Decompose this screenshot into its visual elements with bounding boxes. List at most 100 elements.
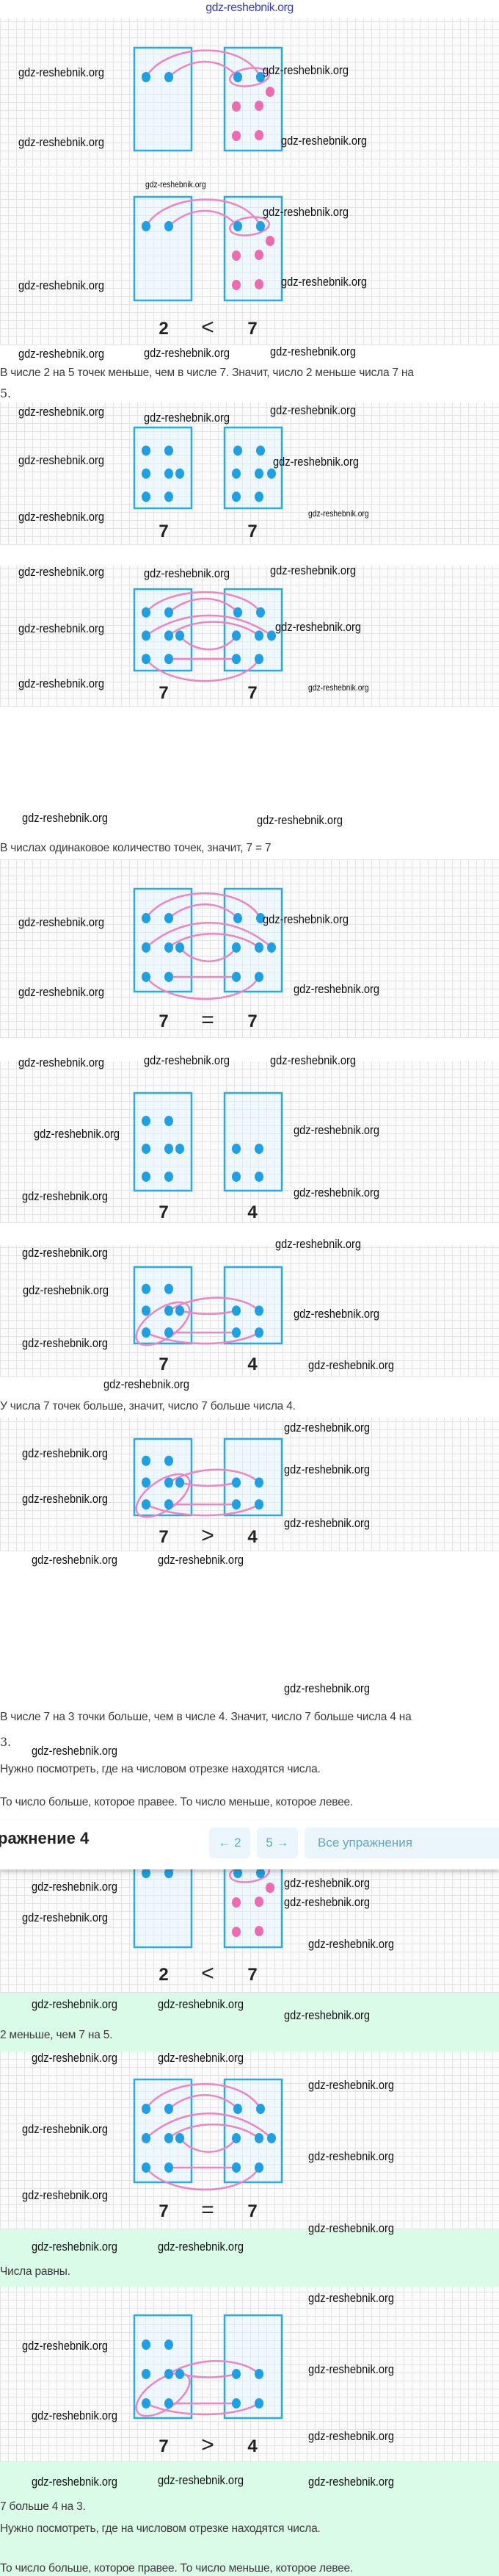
dot-blue [142, 2132, 150, 2143]
all-exercises-button[interactable]: Все упражнения [305, 1828, 499, 1858]
watermark: gdz-reshebnik.org [308, 682, 369, 693]
dot-blue [267, 468, 276, 479]
dot-pink [232, 250, 241, 261]
dot-pink [232, 131, 241, 141]
connect-line [167, 2360, 261, 2375]
watermark: gdz-reshebnik.org [273, 455, 360, 469]
dot-blue [255, 491, 263, 502]
grid-panel-1 [0, 18, 499, 167]
dot-blue [164, 2132, 173, 2143]
panel-left-label: 7 [159, 683, 168, 703]
watermark: gdz-reshebnik.org [284, 1421, 371, 1435]
panel-right-label: 7 [247, 1011, 257, 1031]
exercise-title: ражнение 4 [0, 1829, 90, 1847]
watermark: gdz-reshebnik.org [18, 347, 105, 361]
watermark: gdz-reshebnik.org [281, 134, 368, 148]
panel-left-label: 7 [159, 1527, 168, 1547]
next-exercise-button[interactable]: 5 → [257, 1828, 298, 1858]
watermark: gdz-reshebnik.org [158, 1997, 244, 2011]
dot-pink [232, 101, 241, 112]
dot-blue [232, 1327, 241, 1338]
watermark: gdz-reshebnik.org [275, 1237, 362, 1251]
dot-blue [255, 971, 263, 982]
dot-pink [232, 1927, 241, 1937]
watermark: gdz-reshebnik.org [32, 1744, 118, 1758]
connect-line [145, 2083, 262, 2110]
dot-blue [232, 2132, 241, 2143]
dot-blue [255, 1477, 263, 1488]
watermark: gdz-reshebnik.org [18, 985, 105, 999]
dot-blue [233, 1868, 242, 1878]
dot-blue [256, 2104, 265, 2115]
dot-blue [232, 491, 241, 502]
panel-left-label: 2 [159, 319, 168, 339]
dot-blue [142, 1499, 150, 1510]
site-watermark: gdz-reshebnik.org [205, 1, 294, 14]
answer-block-2 [0, 2229, 499, 2287]
watermark: gdz-reshebnik.org [32, 1880, 118, 1894]
dot-blue [256, 607, 265, 618]
prev-exercise-button[interactable]: ← 2 [209, 1828, 250, 1858]
exercise-header: ражнение 4 ← 2 5 → Все упражнения [0, 1820, 499, 1869]
watermark: gdz-reshebnik.org [18, 135, 105, 149]
connect-line [167, 1468, 261, 1484]
dot-blue [267, 942, 276, 953]
grid-panel-4 [0, 566, 499, 707]
dot-blue [255, 654, 263, 665]
watermark: gdz-reshebnik.org [18, 1056, 105, 1069]
dot-blue [164, 491, 173, 502]
connect-line [145, 614, 273, 637]
dot-pink [266, 87, 274, 97]
dot-blue [232, 1305, 241, 1316]
answer-text: 2 меньше, чем 7 на 5. [0, 2029, 113, 2041]
watermark: gdz-reshebnik.org [294, 1186, 380, 1199]
watermark: gdz-reshebnik.org [294, 982, 380, 996]
dot-blue [255, 468, 263, 479]
explanation-text: У числа 7 точек больше, значит, число 7 … [0, 1400, 296, 1413]
dot-box [133, 195, 193, 302]
dot-blue [233, 72, 242, 82]
dot-blue [142, 1477, 150, 1488]
watermark: gdz-reshebnik.org [145, 179, 206, 190]
watermark: gdz-reshebnik.org [144, 346, 230, 360]
dot-pink [255, 101, 263, 111]
dot-blue [142, 971, 150, 982]
dot-blue [232, 1171, 241, 1182]
connect-line [145, 657, 261, 682]
panel-right-label: 4 [247, 2436, 258, 2456]
dot-blue [255, 2368, 263, 2379]
watermark: gdz-reshebnik.org [294, 1307, 380, 1321]
watermark: gdz-reshebnik.org [23, 1283, 109, 1297]
dot-blue [232, 1143, 241, 1154]
connect-line [145, 2402, 261, 2416]
dot-blue [232, 654, 241, 665]
watermark: gdz-reshebnik.org [308, 2429, 395, 2443]
dot-blue [255, 630, 263, 641]
dot-blue [175, 2132, 184, 2143]
explanation-text: В числе 7 на 3 точки больше, чем в числе… [0, 1711, 412, 1723]
connect-line [167, 621, 261, 637]
dot-blue [232, 942, 241, 953]
watermark: gdz-reshebnik.org [18, 453, 105, 467]
dot-blue [142, 72, 150, 82]
connect-line [167, 903, 239, 920]
watermark: gdz-reshebnik.org [32, 2051, 118, 2065]
watermark: gdz-reshebnik.org [263, 912, 349, 926]
watermark: gdz-reshebnik.org [284, 1876, 371, 1890]
watermark: gdz-reshebnik.org [270, 1053, 357, 1067]
answer-text: Числа равны. [0, 2265, 70, 2278]
watermark: gdz-reshebnik.org [263, 63, 349, 77]
dot-blue [142, 1283, 150, 1294]
dot-pink [255, 279, 263, 289]
explanation-text: Нужно посмотреть, где на числовом отрезк… [0, 1763, 321, 1775]
grid-panel-5 [0, 859, 499, 1038]
watermark: gdz-reshebnik.org [22, 1911, 109, 1924]
watermark: gdz-reshebnik.org [32, 2240, 118, 2254]
panel-right-label: 4 [247, 1527, 258, 1547]
panel-left-label: 7 [159, 1202, 168, 1222]
connect-line [145, 892, 262, 920]
dot-blue [256, 221, 265, 231]
dot-blue [164, 1477, 173, 1488]
panel-sign-label: > [201, 2433, 214, 2457]
dot-blue [232, 2162, 241, 2173]
